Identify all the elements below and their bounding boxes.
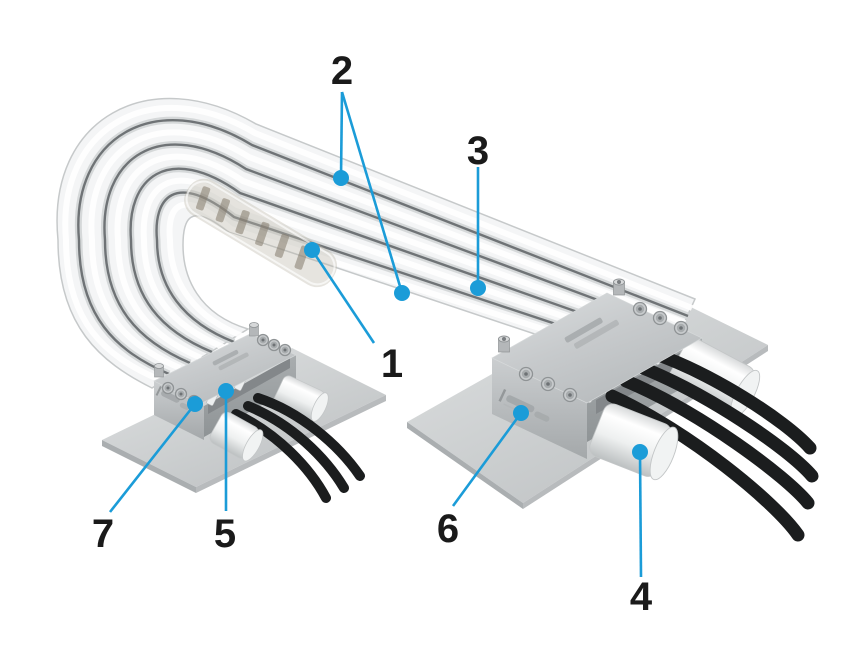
tube-groove	[129, 167, 675, 354]
callout-2-leader	[340, 91, 404, 294]
callout-3-label: 3	[467, 129, 489, 173]
callout-6-leader	[451, 412, 523, 507]
cap-screw	[673, 320, 689, 336]
callout-2-leader	[339, 91, 344, 179]
black-tube	[631, 359, 819, 483]
fitting-sleeve	[209, 411, 264, 462]
black-tubes-right	[605, 345, 819, 542]
callout-1-label: 1	[381, 342, 403, 386]
tube-groove	[103, 143, 682, 365]
callout-2-dot	[333, 170, 349, 186]
callout-6-dot	[513, 405, 529, 421]
callout-6: 6	[437, 405, 529, 551]
sight-window-rim	[185, 180, 336, 286]
tube-highlight	[114, 153, 680, 361]
cap-screw	[562, 387, 578, 403]
cap-screw	[256, 333, 270, 347]
right-connector-block	[491, 278, 819, 542]
raised-cap-screw	[249, 322, 259, 337]
tube-groove	[77, 119, 689, 376]
engraved-marking	[564, 317, 619, 349]
callout-4: 4	[630, 444, 653, 619]
callout-4-label: 4	[630, 575, 653, 619]
block-front-face	[492, 358, 587, 459]
inner-connector-teeth	[195, 186, 309, 270]
plate-edge	[102, 440, 196, 493]
black-tube	[253, 393, 365, 481]
plate-edge	[407, 422, 523, 509]
callout-2-label: 2	[331, 49, 353, 93]
black-tubes-left	[231, 393, 365, 503]
cap-screw	[652, 310, 668, 326]
callout-1-leader	[310, 249, 376, 344]
callout-5-dot	[218, 383, 234, 399]
tube-groove	[155, 191, 668, 363]
raised-cap-screw	[613, 278, 625, 296]
under-bridge-shadow	[208, 358, 290, 414]
cap-screw	[267, 338, 281, 352]
block-top-face	[491, 292, 703, 404]
engraved-marking	[212, 349, 249, 371]
black-tube	[619, 374, 815, 510]
black-tube	[231, 409, 331, 503]
callout-7: 7	[92, 396, 203, 556]
cap-screw	[632, 301, 648, 317]
raised-cap-screw	[154, 363, 164, 378]
callout-7-leader	[108, 403, 197, 513]
tube-bundle-ribbon	[56, 97, 697, 389]
callout-3: 3	[467, 129, 489, 296]
fitting-sleeve	[589, 403, 679, 481]
callout-5: 5	[214, 383, 236, 556]
callout-7-dot	[187, 396, 203, 412]
callout-6-label: 6	[437, 507, 459, 551]
raised-cap-screw	[498, 335, 510, 353]
callout-5-label: 5	[214, 512, 236, 556]
callout-4-dot	[632, 444, 648, 460]
callout-1: 1	[304, 242, 403, 386]
callout-2: 2	[331, 49, 410, 301]
callout-7-label: 7	[92, 512, 114, 556]
callout-1-dot	[304, 242, 320, 258]
cap-screw	[540, 376, 556, 392]
black-tube	[643, 345, 817, 455]
callouts: 1 2 3 4 5 6	[92, 49, 653, 619]
callout-4-leader	[638, 451, 643, 578]
callout-2-dot	[394, 285, 410, 301]
callout-3-dot	[470, 280, 486, 296]
tube-highlight	[88, 129, 687, 371]
tube-highlight	[62, 105, 694, 382]
black-tube	[243, 401, 349, 493]
clamp-screws	[498, 278, 689, 403]
cap-screw	[174, 387, 188, 401]
cap-screw	[161, 381, 175, 395]
cap-screw	[278, 343, 292, 357]
plate-edge	[196, 395, 386, 493]
cap-screw	[518, 366, 534, 382]
transparent-tube-section	[184, 178, 338, 288]
black-tube	[605, 389, 805, 542]
